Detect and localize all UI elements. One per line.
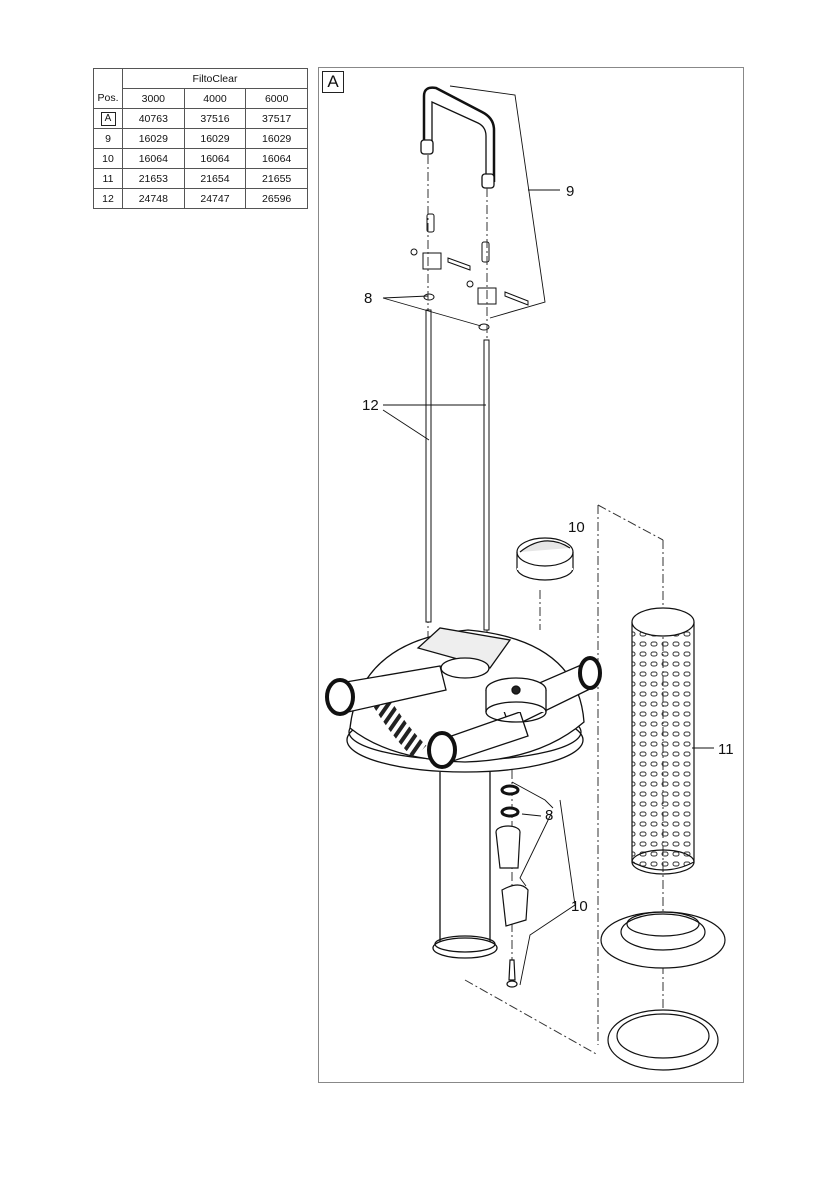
callout-bracket xyxy=(450,86,545,318)
handle xyxy=(421,88,494,188)
filter-housing xyxy=(327,628,600,958)
valve-insert-parts xyxy=(496,786,528,987)
callout-8-bottom: 8 xyxy=(545,807,553,824)
rods xyxy=(426,310,489,630)
callout-bracket xyxy=(512,782,553,808)
callout-12: 12 xyxy=(362,397,379,414)
callout-bracket xyxy=(522,814,541,816)
callout-11: 11 xyxy=(718,741,734,758)
callout-10-top: 10 xyxy=(568,519,585,536)
perforated-filter-tube xyxy=(632,608,694,874)
knob xyxy=(517,538,573,580)
callout-10-bottom: 10 xyxy=(571,898,588,915)
callout-8-top: 8 xyxy=(364,290,372,307)
callout-9: 9 xyxy=(566,183,574,200)
